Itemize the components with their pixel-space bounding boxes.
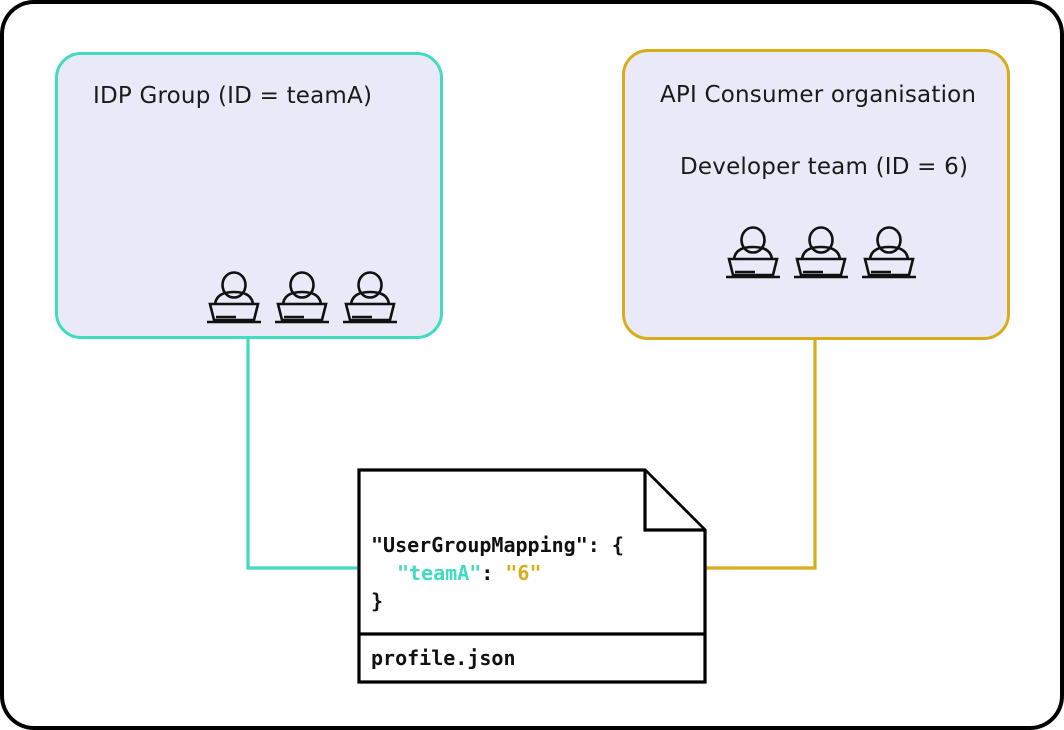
idp-group-box: IDP Group (ID = teamA) bbox=[55, 52, 443, 339]
json-code-line-1: "UserGroupMapping": { bbox=[371, 533, 624, 557]
idp-group-people-row bbox=[206, 268, 398, 324]
api-consumer-organisation-title: API Consumer organisation bbox=[660, 82, 977, 108]
json-key-teama: "teamA" bbox=[397, 561, 482, 585]
diagram-surface: IDP Group (ID = teamA) bbox=[4, 4, 1060, 726]
person-at-laptop-icon bbox=[207, 271, 261, 324]
person-at-laptop-icon bbox=[794, 226, 848, 279]
developer-team-box: Developer team (ID = 6) bbox=[644, 128, 994, 306]
json-value-team-id: "6" bbox=[505, 561, 542, 585]
person-at-laptop-icon bbox=[343, 271, 397, 324]
idp-group-title: IDP Group (ID = teamA) bbox=[93, 83, 373, 109]
json-code-line-2: "teamA": "6" bbox=[397, 561, 542, 585]
document-filename: profile.json bbox=[371, 646, 516, 670]
json-code-line-3: } bbox=[371, 589, 384, 613]
document-body bbox=[357, 468, 707, 684]
person-at-laptop-icon bbox=[275, 271, 329, 324]
document-fold-diagonal bbox=[644, 469, 706, 531]
json-colon: : bbox=[481, 561, 506, 585]
person-at-laptop-icon bbox=[862, 226, 916, 279]
api-consumer-organisation-box: API Consumer organisation Developer team… bbox=[622, 49, 1010, 340]
developer-team-title: Developer team (ID = 6) bbox=[680, 154, 969, 180]
developer-team-people-row bbox=[725, 223, 917, 279]
document-outline bbox=[357, 468, 707, 684]
person-at-laptop-icon bbox=[726, 226, 780, 279]
profile-json-document: "UserGroupMapping": { "teamA": "6" } pro… bbox=[357, 468, 707, 684]
